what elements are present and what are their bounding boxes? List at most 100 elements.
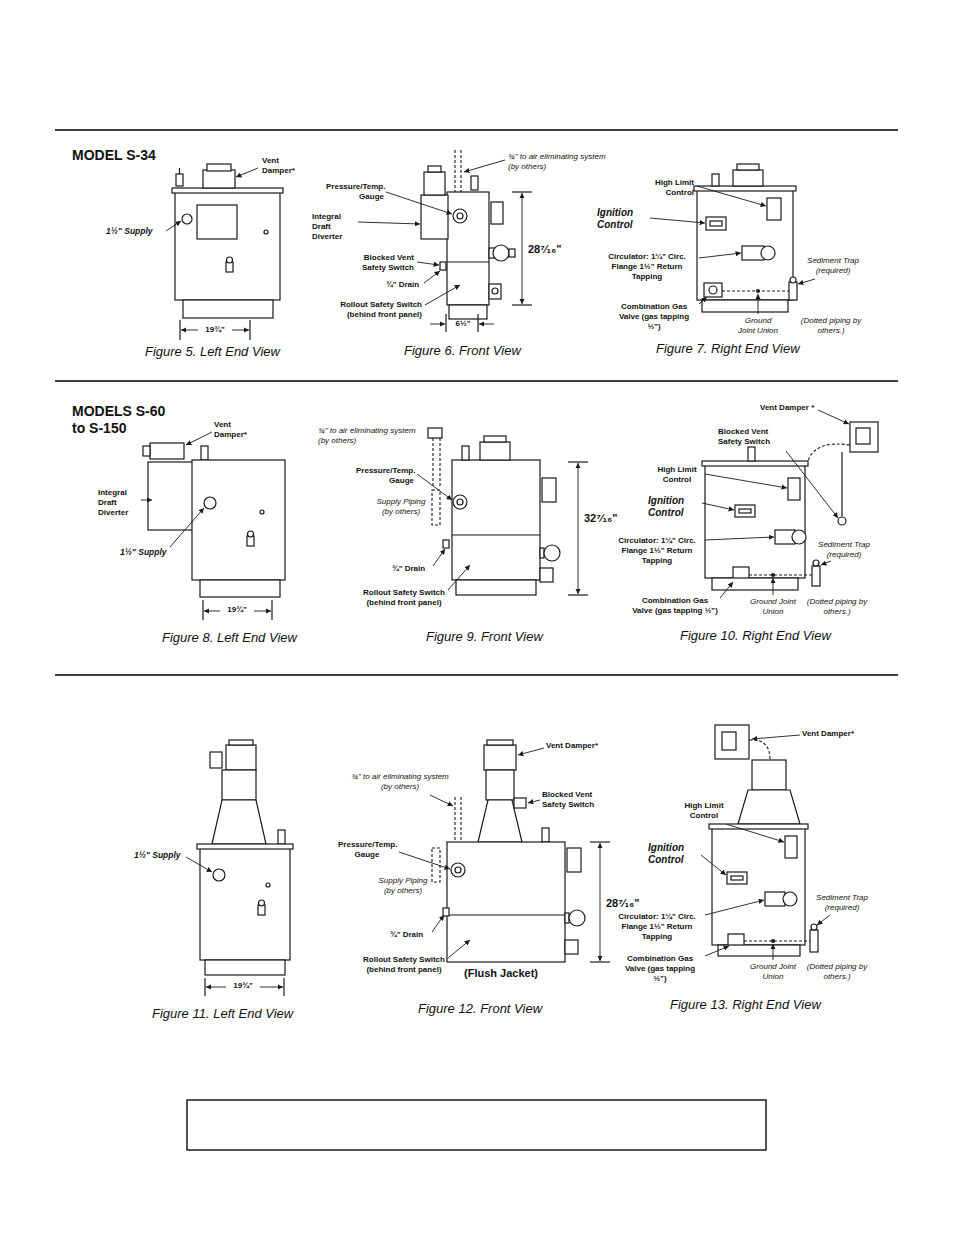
boiler-front-view — [440, 262, 446, 270]
callout-label: Circulator: 1¼" Circ. Flange 1½" Return … — [612, 536, 702, 565]
boiler-front-view — [452, 534, 540, 535]
leader-line — [464, 160, 505, 172]
figure-caption: Figure 6. Front View — [404, 343, 574, 359]
boiler-front-view — [455, 867, 461, 873]
boiler-right-end-view — [792, 530, 806, 544]
dimension-label: 19¾" — [222, 605, 252, 615]
callout-label: 1½" Supply — [120, 547, 180, 557]
boiler-left-end-view — [197, 844, 293, 849]
boiler-left-end-view — [179, 168, 180, 174]
boiler-right-end-view — [694, 164, 797, 312]
boiler-right-end-view — [712, 828, 805, 945]
dimension-line — [568, 462, 588, 595]
boiler-front-view — [569, 910, 585, 926]
boiler-front-view — [447, 261, 489, 262]
callout-label: Combination Gas Valve (gas tapping ½") — [612, 302, 696, 331]
leader-line — [699, 297, 707, 304]
leader-line — [702, 503, 734, 510]
leader-line — [186, 857, 212, 872]
leader-line — [699, 253, 741, 258]
boiler-right-end-view — [722, 290, 789, 291]
boiler-right-end-view — [709, 286, 717, 294]
leader-line — [528, 800, 540, 803]
boiler-right-end-view — [718, 945, 800, 956]
callout-label: Vent Damper* — [802, 729, 872, 739]
dimension-line — [477, 314, 478, 332]
callout-label: Ground Joint Union — [750, 597, 796, 617]
boiler-front-view — [489, 284, 501, 299]
leader-line — [358, 160, 505, 305]
leader-line — [786, 451, 838, 518]
leader-line — [821, 561, 831, 565]
boiler-right-end-view — [733, 170, 763, 186]
figure-caption: Figure 13. Right End View — [670, 997, 860, 1013]
callout-label: Rollout Safety Switch (behind front pane… — [336, 300, 422, 320]
callout-label: Pressure/Temp. Gauge — [326, 182, 384, 202]
callout-label: High Limit Control — [652, 465, 702, 485]
dimension-line — [271, 600, 272, 620]
boiler-right-end-view — [752, 760, 786, 790]
boiler-front-view — [486, 770, 514, 800]
boiler-front-view — [514, 798, 526, 808]
callout-label: High Limit Control — [680, 801, 728, 821]
boiler-front-view — [432, 740, 585, 962]
leader-line — [417, 474, 452, 500]
boiler-front-view — [432, 490, 440, 525]
dimension-line — [232, 330, 249, 331]
boiler-right-end-view — [705, 465, 805, 578]
boiler-right-end-view — [767, 198, 781, 220]
callout-label: Circulator: 1¼" Circ. Flange 1½" Return … — [598, 252, 696, 281]
callout-label: Sediment Trap (required) — [800, 256, 866, 276]
dimension-label: 28⁷⁄₁₆" — [528, 243, 572, 256]
boiler-right-end-view — [856, 428, 870, 444]
callout-label: Supply Piping (by others) — [376, 497, 426, 517]
boiler-right-end-view — [712, 174, 719, 186]
boiler-front-view — [454, 797, 455, 842]
callout-label: Sediment Trap (required) — [808, 540, 880, 560]
leader-line — [720, 582, 733, 598]
leader-line — [650, 218, 705, 223]
boiler-left-end-view — [278, 830, 285, 844]
boiler-right-end-view — [710, 221, 722, 226]
boiler-right-end-view — [704, 283, 722, 297]
leader-line — [726, 824, 784, 842]
boiler-left-end-view — [212, 800, 266, 844]
boiler-left-end-view — [259, 900, 265, 906]
callout-label: ¾" Drain — [392, 564, 432, 574]
boiler-front-view — [443, 908, 449, 916]
boiler-right-end-view — [702, 461, 808, 466]
boiler-left-end-view — [182, 214, 192, 224]
dimension-line — [445, 314, 446, 332]
dimension-label: 19¾" — [228, 981, 258, 991]
dimension-line — [568, 594, 588, 595]
boiler-right-end-view — [739, 509, 751, 513]
boiler-front-view — [460, 797, 461, 842]
boiler-right-end-view — [737, 164, 759, 170]
boiler-right-end-view — [756, 289, 760, 293]
leader-line — [236, 168, 258, 177]
leader-line — [166, 168, 258, 231]
leader-line — [424, 271, 440, 283]
boiler-right-end-view — [808, 444, 850, 461]
callout-label: Integral Draft Diverter — [98, 488, 140, 517]
figure-caption: Figure 7. Right End View — [656, 341, 836, 357]
dimension-line — [205, 978, 284, 996]
callout-label: Circulator: 1¼" Circ. Flange 1½" Return … — [612, 912, 702, 941]
boiler-right-end-view — [813, 560, 819, 566]
callout-label: Blocked Vent Safety Switch — [542, 790, 610, 810]
leader-line — [817, 915, 830, 925]
callout-label: ¾" to air eliminating system (by others) — [318, 426, 423, 446]
boiler-front-view — [484, 745, 516, 770]
boiler-front-view — [447, 842, 565, 962]
leader-line — [448, 565, 470, 590]
boiler-front-view — [567, 848, 581, 872]
boiler-front-view — [454, 150, 455, 192]
boiler-front-view — [471, 176, 478, 190]
figure-caption: Figure 8. Left End View — [162, 630, 332, 646]
dimension-line — [202, 600, 203, 620]
boiler-right-end-view — [727, 872, 747, 884]
figure-caption: Figure 10. Right End View — [680, 628, 870, 644]
leader-line — [705, 900, 764, 915]
